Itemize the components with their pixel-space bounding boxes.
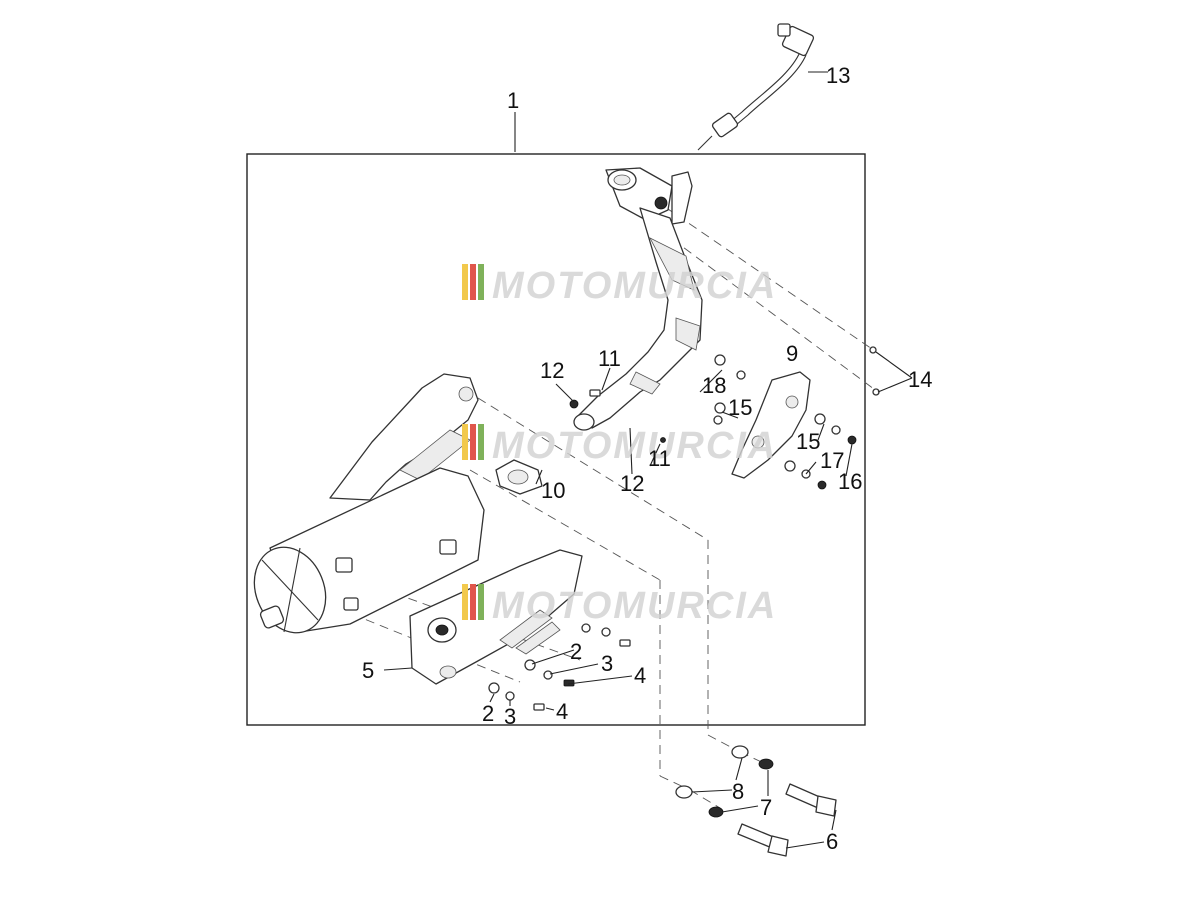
leader-lines [383, 71, 913, 849]
mounting-bolts [675, 745, 837, 857]
svg-text:MOTOMURCIA: MOTOMURCIA [492, 425, 777, 467]
heat-shield-header [731, 371, 811, 479]
callout-8: 8 [732, 779, 744, 804]
callout-9: 9 [786, 341, 798, 366]
svg-text:MOTOMURCIA: MOTOMURCIA [492, 265, 777, 307]
shield-hardware [569, 346, 880, 490]
callout-4-left: 4 [556, 699, 568, 724]
watermark-bottom: MOTOMURCIA [462, 584, 777, 627]
callout-4-right: 4 [634, 663, 646, 688]
callout-10: 10 [541, 478, 565, 503]
callout-18: 18 [702, 373, 726, 398]
callout-3-right: 3 [601, 651, 613, 676]
svg-text:MOTOMURCIA: MOTOMURCIA [492, 585, 777, 627]
callout-17: 17 [820, 448, 844, 473]
callout-3-left: 3 [504, 704, 516, 729]
callout-11-bottom: 11 [648, 446, 671, 471]
callout-2-left: 2 [482, 701, 494, 726]
callout-5: 5 [362, 658, 374, 683]
silencer [253, 373, 485, 634]
callout-labels: 1 13 14 9 12 11 18 15 15 17 16 11 12 10 … [362, 63, 932, 854]
callout-13: 13 [826, 63, 850, 88]
callout-14: 14 [908, 367, 932, 392]
assembly-frame [246, 153, 866, 726]
silencer-heat-shield [409, 549, 583, 685]
watermark-middle: MOTOMURCIA [462, 424, 777, 467]
callout-6-upper: 6 [826, 829, 838, 854]
watermark-top: MOTOMURCIA [462, 264, 777, 307]
exhaust-head-pipe [573, 167, 703, 443]
callout-12-bottom: 12 [620, 471, 644, 496]
callout-15-upper: 15 [728, 395, 752, 420]
callout-16: 16 [838, 469, 862, 494]
callout-1: 1 [507, 88, 519, 113]
callout-15-lower: 15 [796, 429, 820, 454]
lambda-sensor [697, 23, 815, 151]
callout-12-top: 12 [540, 358, 564, 383]
callout-7: 7 [760, 795, 772, 820]
silencer-shield-hardware [488, 623, 631, 711]
callout-2-right: 2 [570, 639, 582, 664]
callout-11-top: 11 [598, 346, 621, 371]
exhaust-gasket [495, 459, 543, 495]
